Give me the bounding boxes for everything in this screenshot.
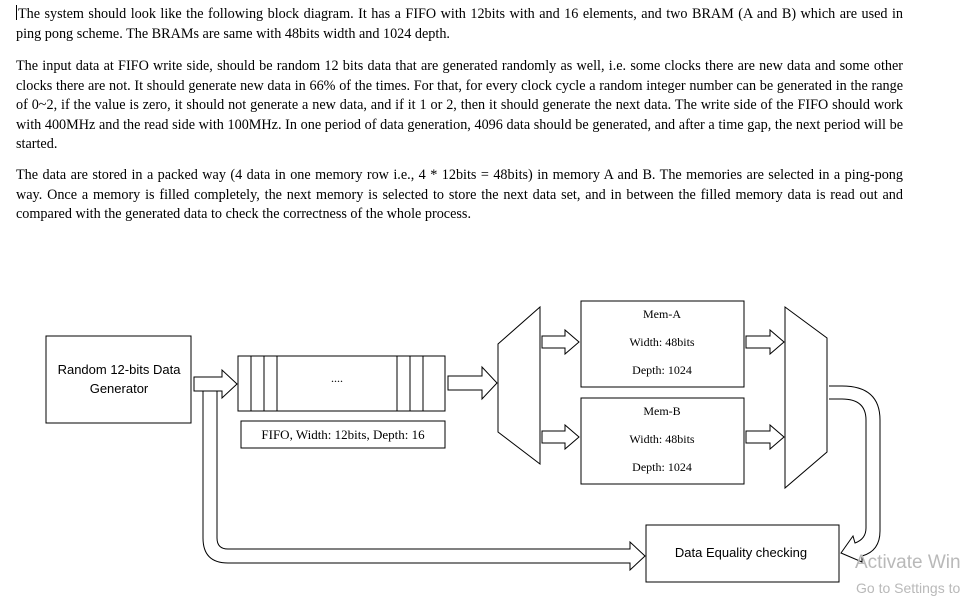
arrow-mem-b-to-mux [745,423,785,451]
text-cursor [16,5,17,20]
paragraph-storage: The data are stored in a packed way (4 d… [16,167,903,223]
paragraph-overview: The system should look like the followin… [16,5,903,44]
generator-label-line2: Generator [90,381,149,396]
arrow-demux-to-mem-a [541,328,580,356]
generator-label-line1: Random 12-bits Data [58,362,182,377]
generator-block [45,335,192,424]
mem-a-title: Mem-A [643,307,681,321]
checker-label: Data Equality checking [675,545,807,560]
activation-watermark-link[interactable]: Go to Settings to [856,580,961,596]
fifo-label: FIFO, Width: 12bits, Depth: 16 [261,427,425,442]
mem-b-title: Mem-B [643,404,680,418]
arrow-generator-to-fifo [193,368,238,400]
mem-a-block [580,300,745,388]
fifo-label-box [240,420,446,449]
paragraph-overview-text: The system should look like the followin… [16,6,903,42]
demux-block [497,305,541,466]
fifo-ellipsis: .... [331,371,343,385]
mem-b-width: Width: 48bits [629,432,695,446]
arrow-fifo-to-demux [447,365,498,401]
activation-watermark-title: Activate Win [855,552,961,573]
arrow-mux-to-checker [829,385,881,563]
arrow-generator-to-checker [202,391,646,572]
mem-b-depth: Depth: 1024 [632,460,692,474]
mem-b-block [580,397,745,485]
mux-block [784,306,828,490]
checker-block [645,524,840,583]
mem-a-width: Width: 48bits [629,335,695,349]
arrow-demux-to-mem-b [541,423,580,451]
mem-a-depth: Depth: 1024 [632,363,692,377]
paragraph-input-data: The input data at FIFO write side, shoul… [16,58,903,153]
fifo-block [237,355,446,412]
arrow-mem-a-to-mux [745,328,785,356]
